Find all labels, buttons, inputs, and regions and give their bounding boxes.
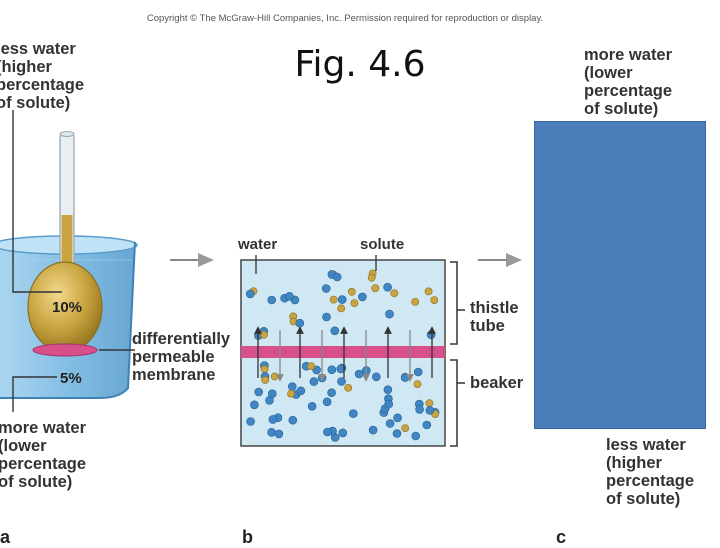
figure-title: Fig. 4.6 (294, 44, 426, 85)
panel-a-leader-lines (12, 110, 135, 412)
panel-c-sublabel: c (556, 527, 567, 547)
water-particle (296, 386, 306, 396)
water-particle (288, 415, 298, 425)
solute-particle (261, 376, 270, 384)
panel-a-sublabel: a (0, 527, 11, 547)
water-particle (327, 365, 337, 375)
solute-particle (347, 287, 356, 296)
solute-particle (390, 289, 399, 298)
panel-b-sublabel: b (242, 527, 253, 547)
solute-particle (413, 380, 422, 388)
solute-particle (260, 365, 269, 374)
water-particle (383, 385, 393, 395)
water-particle (321, 284, 331, 293)
water-particle (385, 419, 395, 428)
copyright-notice: Copyright © The McGraw-Hill Companies, I… (146, 13, 544, 24)
panel-b-brackets (450, 261, 465, 447)
solute-particle (287, 389, 295, 398)
water-particle (322, 312, 331, 322)
water-particle (332, 272, 342, 282)
water-particle (323, 427, 332, 437)
solute-particle (350, 299, 359, 307)
beaker-percent: 5% (60, 370, 82, 387)
solute-particle (411, 297, 420, 306)
solute-particle (260, 330, 268, 339)
water-particle (425, 405, 435, 415)
water-particle (354, 369, 364, 379)
solute-particle (424, 287, 433, 296)
panel-b-particles (246, 269, 440, 442)
water-particle (246, 417, 255, 426)
water-particle (322, 397, 332, 407)
water-particle (393, 413, 402, 423)
water-particle (338, 428, 348, 438)
water-particle (337, 295, 347, 304)
solute-particle (344, 383, 353, 392)
panel-a-bottom-label: more water (lower percentage of solute) (0, 419, 87, 491)
water-particle (285, 291, 294, 301)
water-particle (337, 377, 346, 386)
water-particle (267, 295, 277, 305)
water-particle (383, 282, 392, 292)
solute-particle (270, 372, 279, 381)
water-particle (426, 330, 436, 340)
solute-particle (307, 362, 316, 370)
panel-c-cover-box (534, 121, 706, 429)
water-particle (371, 372, 381, 382)
water-particle (348, 409, 358, 418)
solute-particle (371, 284, 380, 293)
solute-particle (329, 295, 338, 304)
solute-particle (367, 273, 376, 282)
thistle-tube-label: thistle tube (470, 299, 519, 335)
water-particle (336, 364, 346, 374)
water-particle (415, 405, 424, 414)
water-particle (309, 377, 319, 386)
water-particle (384, 399, 394, 409)
panel-c-bottom-label: less water (higher percentage of solute) (606, 436, 695, 508)
thistle-tube (27, 131, 103, 357)
water-particle (250, 400, 259, 410)
bulb-percent: 10% (52, 299, 82, 316)
panel-c-top-label: more water (lower percentage of solute) (584, 46, 673, 118)
water-particle (327, 388, 336, 398)
transition-arrow-bc (478, 253, 522, 267)
water-particle (368, 425, 378, 435)
solute-particle (430, 296, 439, 304)
transition-arrow-ab (170, 253, 214, 267)
water-particle (307, 401, 317, 411)
solute-particle (337, 304, 346, 313)
water-particle (295, 318, 305, 328)
panel-a-top-label: less water (higher percentage of solute) (0, 40, 85, 112)
water-particle (246, 289, 255, 299)
water-particle (358, 292, 367, 302)
water-particle (392, 429, 402, 438)
water-label: water (238, 236, 278, 253)
solute-particle (425, 399, 434, 407)
water-particle (413, 367, 423, 377)
solute-label: solute (360, 236, 405, 253)
beaker-label: beaker (470, 374, 524, 392)
water-particle (422, 420, 432, 430)
water-particle (385, 309, 394, 319)
water-particle (411, 431, 421, 441)
water-particle (330, 326, 340, 336)
water-particle (267, 389, 277, 399)
panel-b-label-pointers (255, 255, 377, 274)
water-particle (274, 429, 284, 439)
water-particle (254, 387, 264, 397)
water-particle (400, 373, 410, 382)
water-particle (268, 415, 278, 424)
membrane-label: differentially permeable membrane (132, 330, 231, 384)
water-particle (287, 382, 297, 391)
water-particle (267, 427, 276, 437)
panel-b-flow-arrows (254, 326, 436, 382)
solute-particle (401, 424, 410, 432)
